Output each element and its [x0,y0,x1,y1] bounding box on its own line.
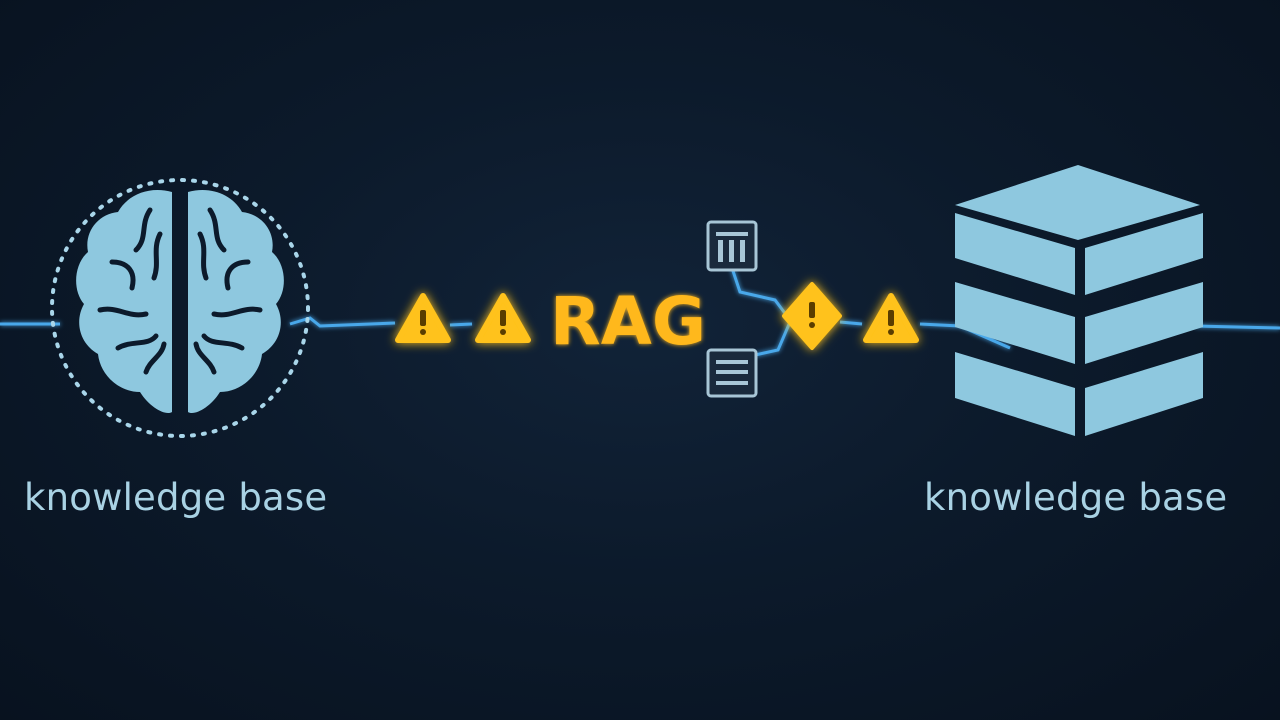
document-icon [706,220,758,272]
line-split-bottom [754,321,792,357]
left-caption: knowledge base [24,476,328,519]
line-right-edge [1194,324,1280,330]
line-between-warnings [449,322,473,327]
database-layer-1-left [955,213,1075,295]
line-to-database [839,320,863,326]
database-top-face [955,165,1200,240]
database-layer-1-right [1085,213,1203,295]
warning-icon-3 [863,293,919,343]
line-brain-to-rag [289,316,396,328]
warning-icon-1 [395,293,451,343]
right-caption: knowledge base [924,476,1228,519]
database-layer-2-left [955,282,1075,364]
brain-folds [97,207,263,375]
warning-icon-2 [475,293,531,343]
brain-dotted-ring [50,178,310,438]
brain-left-hemisphere [76,190,172,414]
line-split-top [730,267,792,321]
database-layer-3-right [1085,352,1203,436]
database-layer-3-left [955,352,1075,436]
warning-diamond-icon [782,282,842,350]
brain-right-hemisphere [188,190,284,414]
database-layer-2-right [1085,282,1203,364]
rag-label: RAG [550,283,706,360]
brain-icon [50,178,310,438]
database-stack-icon [955,165,1203,436]
list-document-icon [706,348,758,398]
